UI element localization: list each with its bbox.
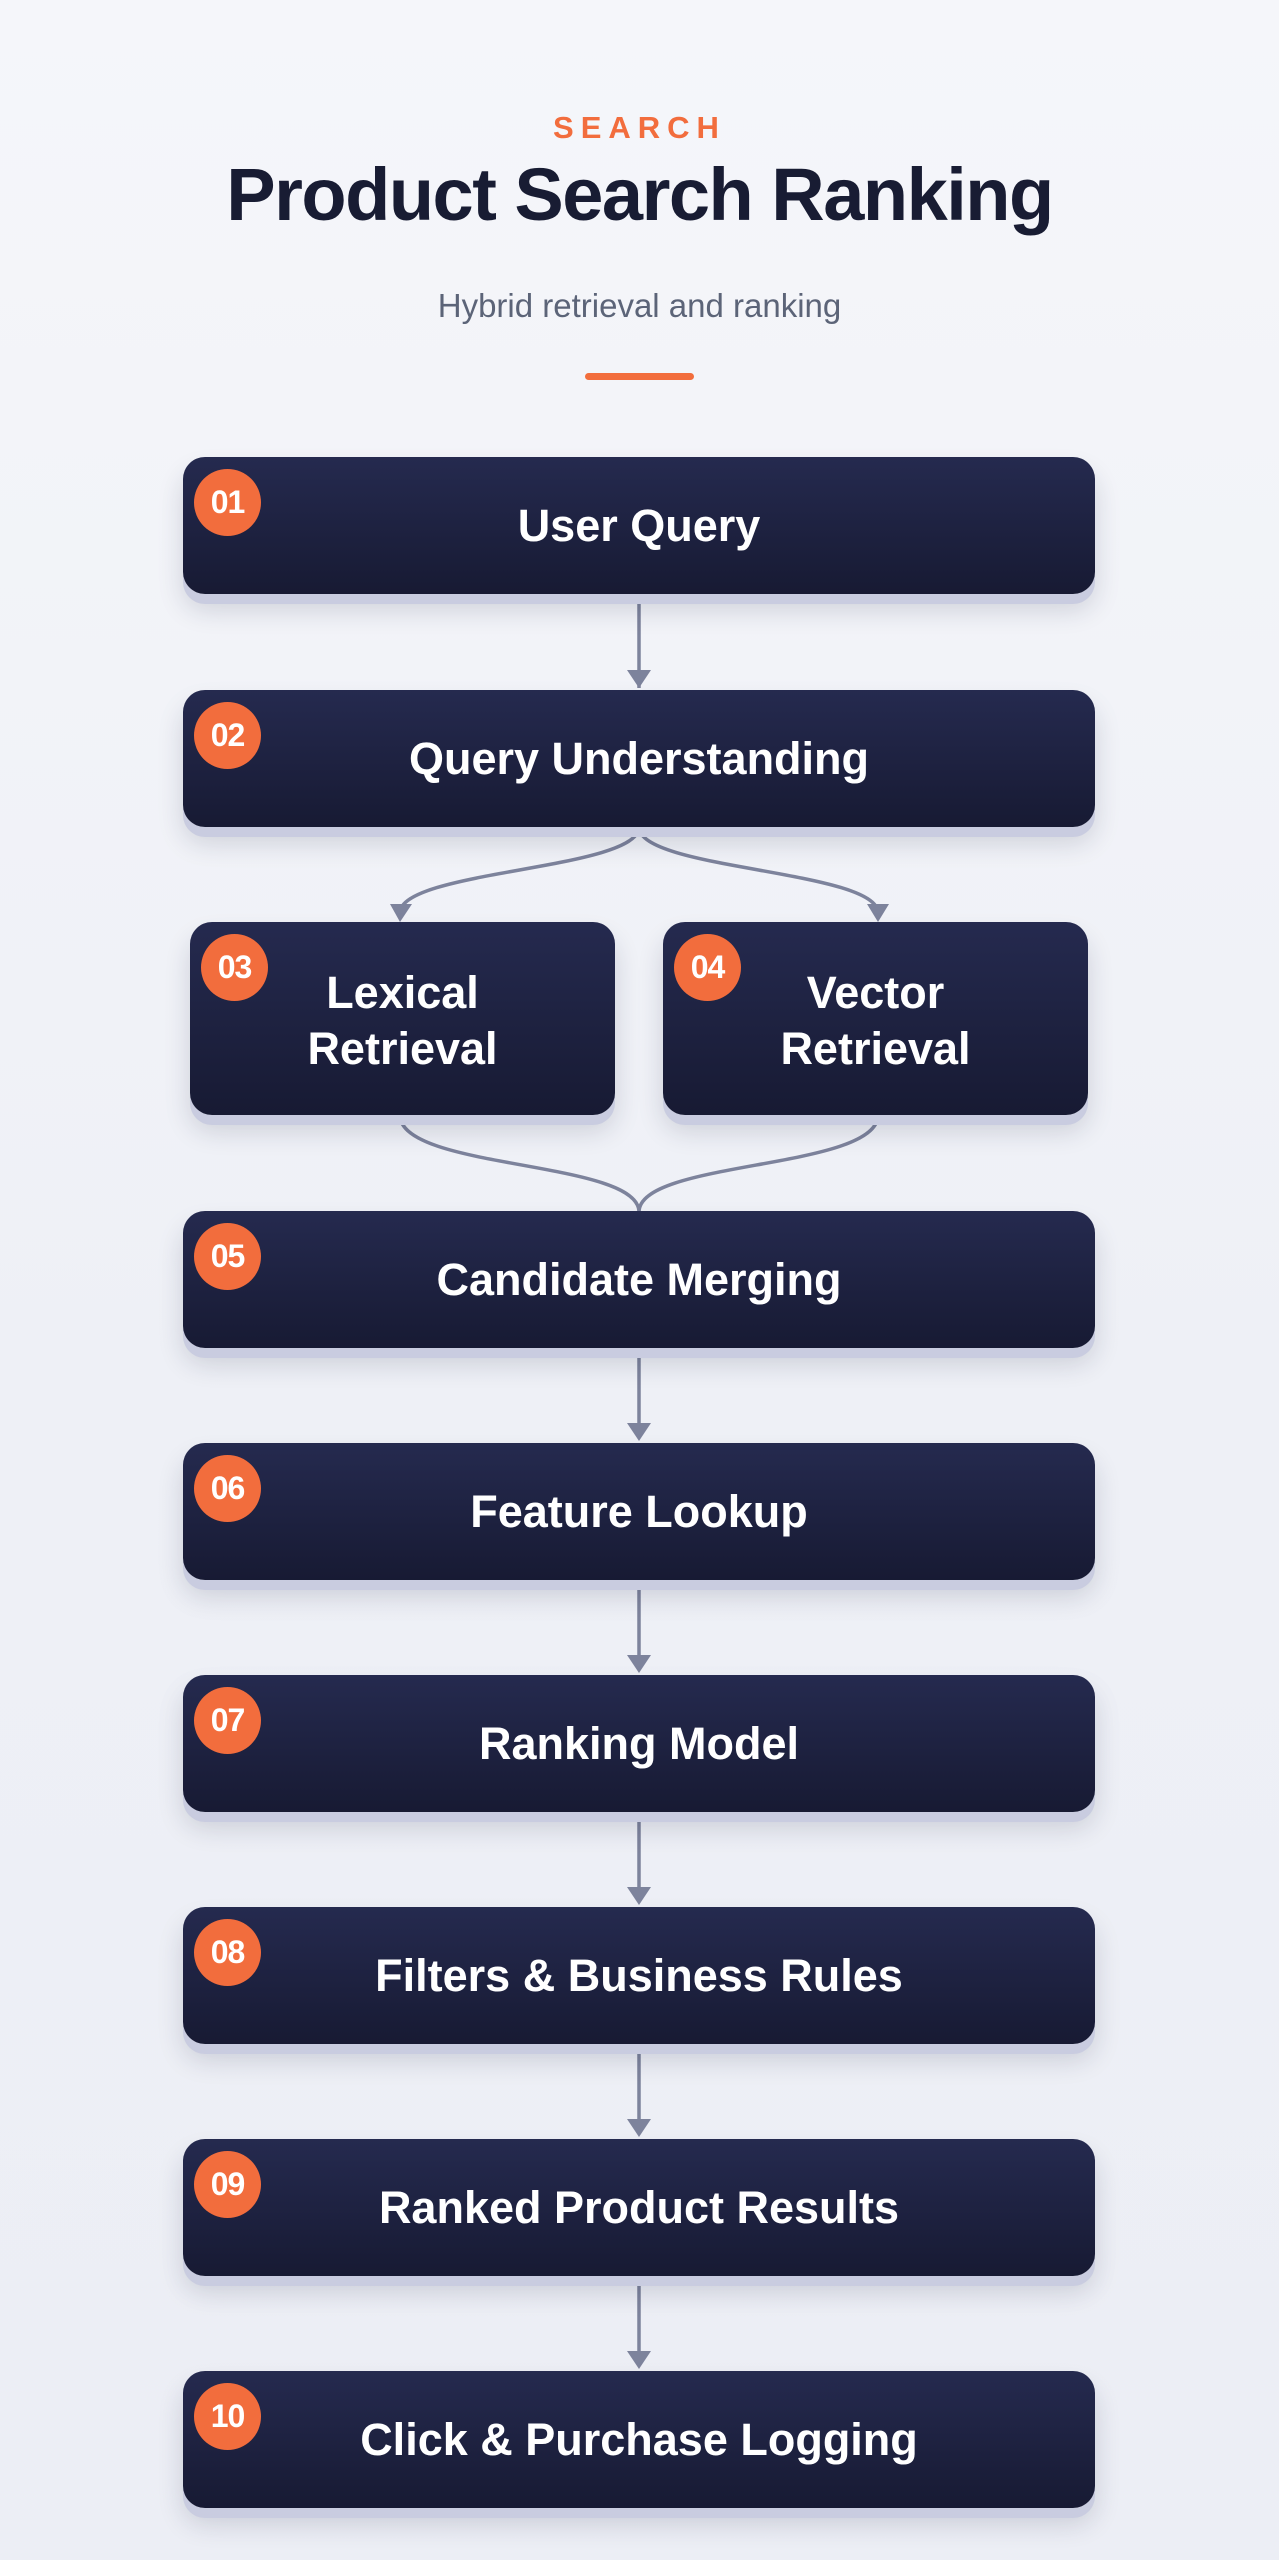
node-lexical-retrieval: 03 Lexical Retrieval (190, 922, 615, 1115)
arrowhead-06-07 (627, 1655, 651, 1673)
step-number-badge: 09 (194, 2151, 261, 2218)
arrowhead-08-09 (627, 2119, 651, 2137)
edge-03-05 (398, 1114, 641, 1213)
node-label: Click & Purchase Logging (360, 2413, 918, 2465)
node-feature-lookup: 06 Feature Lookup (183, 1443, 1095, 1580)
node-label: Lexical Retrieval (307, 966, 498, 1074)
accent-divider (585, 373, 694, 380)
node-candidate-merging: 05 Candidate Merging (183, 1211, 1095, 1348)
node-label: Ranking Model (478, 1717, 799, 1769)
node-filters-business-rules: 08 Filters & Business Rules (183, 1907, 1095, 2044)
arrowhead-01-02 (627, 670, 651, 688)
edge-02-03 (398, 826, 641, 914)
node-click-purchase-logging: 10 Click & Purchase Logging (183, 2371, 1095, 2508)
step-number-badge: 07 (194, 1687, 261, 1754)
page-title: Product Search Ranking (226, 153, 1054, 236)
step-number-badge: 01 (194, 469, 261, 536)
edge-04-05 (637, 1114, 880, 1213)
arrowhead-05-06 (627, 1423, 651, 1441)
node-user-query: 01 User Query (183, 457, 1095, 594)
node-label: Vector Retrieval (780, 966, 971, 1074)
node-ranking-model: 07 Ranking Model (183, 1675, 1095, 1812)
arrowhead-09-10 (627, 2351, 651, 2369)
node-ranked-product-results: 09 Ranked Product Results (183, 2139, 1095, 2276)
arrowhead-02-04 (867, 904, 889, 922)
arrowhead-02-03 (390, 904, 412, 922)
node-label: Ranked Product Results (378, 2181, 900, 2233)
step-number-badge: 03 (201, 934, 268, 1001)
node-label: Query Understanding (408, 732, 870, 784)
step-number-badge: 04 (674, 934, 741, 1001)
step-number-badge: 10 (194, 2383, 261, 2450)
step-number-badge: 02 (194, 702, 261, 769)
step-number-badge: 06 (194, 1455, 261, 1522)
step-number-badge: 08 (194, 1919, 261, 1986)
edge-02-04 (637, 826, 880, 914)
node-query-understanding: 02 Query Understanding (183, 690, 1095, 827)
node-label: User Query (517, 499, 761, 551)
arrowhead-07-08 (627, 1887, 651, 1905)
page-subtitle: Hybrid retrieval and ranking (437, 287, 842, 324)
node-label: Candidate Merging (436, 1253, 842, 1305)
node-label: Feature Lookup (470, 1485, 808, 1537)
eyebrow-label: SEARCH (553, 110, 726, 145)
node-vector-retrieval: 04 Vector Retrieval (663, 922, 1088, 1115)
step-number-badge: 05 (194, 1223, 261, 1290)
node-label: Filters & Business Rules (375, 1949, 903, 2001)
